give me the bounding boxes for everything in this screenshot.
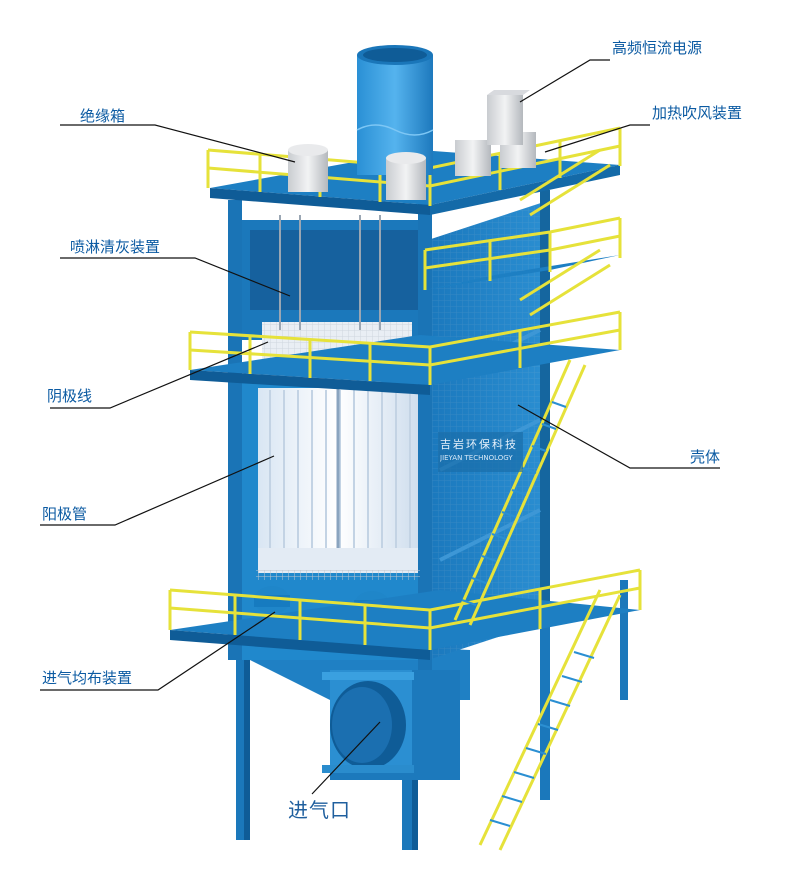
inlet-hopper — [250, 640, 470, 780]
upper-side-platform — [423, 216, 622, 290]
label-heating-blower: 加热吹风装置 — [652, 104, 743, 122]
lower-platform — [168, 568, 642, 660]
label-cathode-wire: 阴极线 — [47, 387, 93, 405]
label-anode-tube: 阳极管 — [42, 505, 88, 523]
label-insulation-box: 绝缘箱 — [80, 107, 126, 125]
label-air-inlet: 进气口 — [288, 798, 351, 822]
middle-platform — [188, 310, 622, 395]
insulation-boxes — [288, 132, 536, 200]
label-inlet-distribution: 进气均布装置 — [42, 669, 133, 687]
power-supply-cabinet — [487, 90, 530, 145]
label-shell: 壳体 — [690, 448, 721, 466]
brand-sign — [438, 432, 523, 472]
label-spray-cleaning: 喷淋清灰装置 — [70, 238, 161, 256]
leader-lines — [40, 59, 720, 795]
brand-text-cn: 吉岩环保科技 — [440, 438, 518, 451]
anode-tubes — [256, 388, 420, 580]
brand-text-en: JIEYAN TECHNOLOGY — [440, 454, 513, 462]
label-power-supply: 高频恒流电源 — [612, 39, 703, 57]
staircases — [453, 148, 622, 851]
